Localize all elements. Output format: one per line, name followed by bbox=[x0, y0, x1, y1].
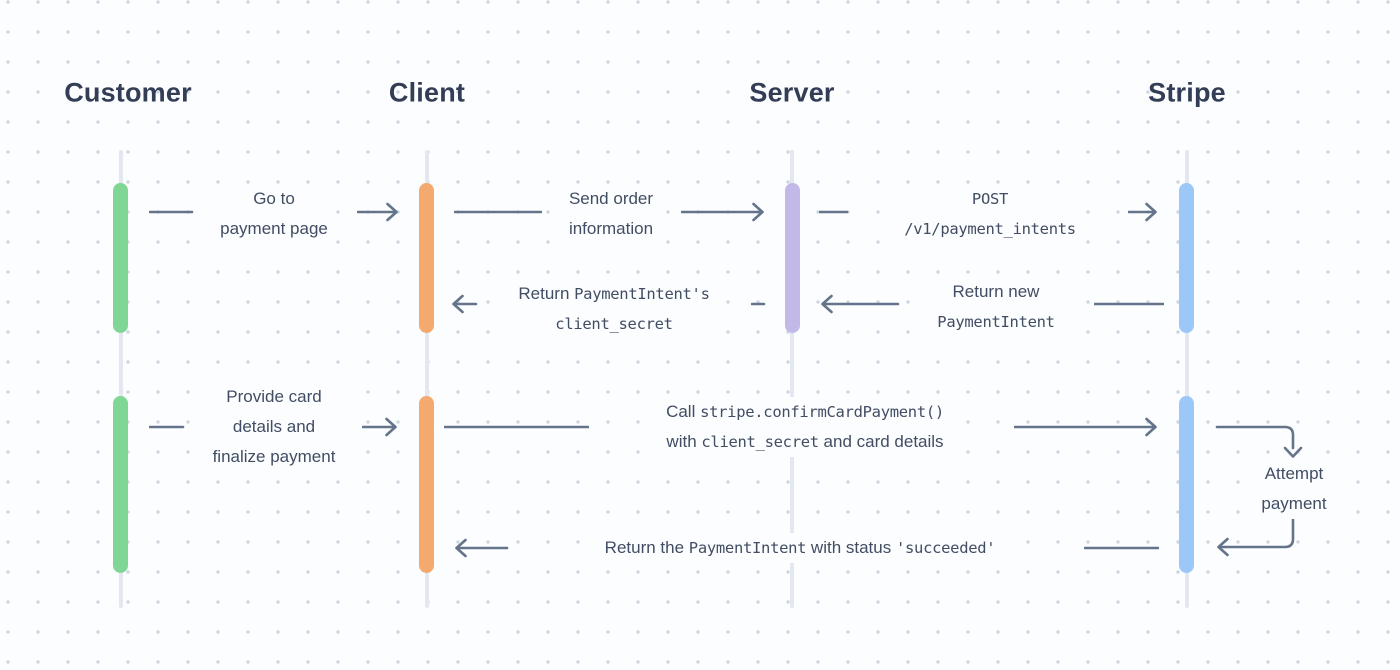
self-loop-top-stripe bbox=[1215, 425, 1303, 458]
arrowhead-customer-to-client-2 bbox=[362, 417, 397, 437]
arrowhead-client-to-server bbox=[681, 202, 764, 222]
lifeline-stripe bbox=[1185, 150, 1189, 608]
lifeline-customer bbox=[119, 150, 123, 608]
arrowhead-server-to-client bbox=[452, 294, 478, 314]
activation-bar-client-2 bbox=[419, 396, 434, 573]
arrowhead-stripe-to-client bbox=[455, 538, 509, 558]
arrow-segment-server-to-stripe bbox=[819, 210, 849, 214]
actor-header-customer: Customer bbox=[64, 77, 192, 108]
arrow-segment-client-to-server bbox=[454, 210, 542, 214]
arrowhead-customer-to-client-1 bbox=[357, 202, 398, 222]
actor-header-server: Server bbox=[749, 77, 835, 108]
activation-bar-server-1 bbox=[785, 183, 800, 333]
arrow-segment-customer-to-client-1 bbox=[149, 210, 194, 214]
activation-bar-client-1 bbox=[419, 183, 434, 333]
activation-bar-customer-2 bbox=[113, 396, 128, 573]
activation-bar-stripe-1 bbox=[1179, 183, 1194, 333]
arrow-segment-server-to-client bbox=[751, 302, 766, 306]
message-label-post-payment-intents: POST/v1/payment_intents bbox=[897, 184, 1083, 244]
message-label-return-succeeded: Return the PaymentIntent with status 'su… bbox=[597, 533, 1003, 563]
activation-bar-stripe-2 bbox=[1179, 396, 1194, 573]
arrow-segment-client-to-stripe bbox=[444, 425, 589, 429]
actor-header-client: Client bbox=[388, 77, 466, 108]
lifeline-server bbox=[790, 150, 794, 608]
arrow-segment-stripe-to-client bbox=[1084, 546, 1159, 550]
self-loop-bottom-stripe bbox=[1217, 510, 1295, 557]
lifeline-client bbox=[425, 150, 429, 608]
actor-header-stripe: Stripe bbox=[1148, 77, 1226, 108]
activation-bar-customer-1 bbox=[113, 183, 128, 333]
arrowhead-client-to-stripe bbox=[1014, 417, 1157, 437]
message-label-confirm-card-payment: Call stripe.confirmCardPayment()with cli… bbox=[659, 397, 951, 457]
arrowhead-stripe-to-server bbox=[821, 294, 900, 314]
arrowhead-server-to-stripe bbox=[1128, 202, 1157, 222]
arrow-segment-customer-to-client-2 bbox=[149, 425, 185, 429]
arrow-segment-stripe-to-server bbox=[1094, 302, 1164, 306]
